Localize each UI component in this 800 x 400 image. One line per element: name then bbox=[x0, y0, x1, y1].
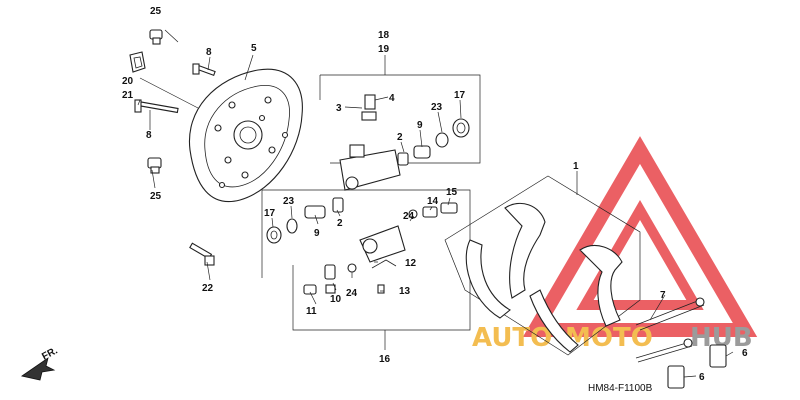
callout-14: 14 bbox=[427, 196, 439, 207]
callout-22: 22 bbox=[202, 283, 214, 294]
front-direction-arrow-icon bbox=[21, 357, 56, 381]
callout-8-top: 8 bbox=[206, 47, 212, 58]
brake-shoe-left bbox=[465, 203, 546, 319]
callout-24-lower: 24 bbox=[346, 288, 358, 299]
wheel-cylinder-lower bbox=[303, 225, 406, 295]
callout-20: 20 bbox=[122, 76, 134, 87]
callout-25-top: 25 bbox=[150, 6, 162, 17]
callout-16: 16 bbox=[379, 354, 391, 365]
callout-3: 3 bbox=[336, 103, 342, 114]
callout-7: 7 bbox=[660, 290, 666, 301]
callout-11: 11 bbox=[306, 306, 317, 317]
bolt-25-top bbox=[149, 29, 163, 45]
brake-panel bbox=[188, 68, 303, 203]
callout-13: 13 bbox=[399, 286, 411, 297]
callout-6-upper: 6 bbox=[742, 348, 748, 359]
callout-10: 10 bbox=[330, 294, 342, 305]
callout-21: 21 bbox=[122, 90, 134, 101]
springs-7 bbox=[635, 297, 705, 363]
bolt-8-top bbox=[192, 63, 216, 77]
callout-4: 4 bbox=[389, 93, 395, 104]
bolt-22 bbox=[189, 242, 215, 266]
bolt-21 bbox=[134, 99, 179, 114]
callout-2-lower: 2 bbox=[337, 218, 343, 229]
callout-17-lower: 17 bbox=[264, 208, 276, 219]
callout-15: 15 bbox=[446, 187, 458, 198]
callout-2-upper: 2 bbox=[397, 132, 403, 143]
bolt-25-bottom bbox=[147, 157, 162, 174]
watermark-text-auto: AUTO bbox=[472, 323, 552, 353]
callout-17-upper: 17 bbox=[454, 90, 466, 101]
callout-9-lower: 9 bbox=[314, 228, 320, 239]
callout-19: 19 bbox=[378, 44, 390, 55]
callout-5: 5 bbox=[251, 43, 257, 54]
front-marker-label: FR. bbox=[40, 345, 60, 362]
callout-25-bottom: 25 bbox=[150, 191, 162, 202]
callout-1: 1 bbox=[573, 161, 579, 172]
brake-shoe-right bbox=[529, 245, 623, 353]
clip-20 bbox=[129, 51, 146, 73]
piston-upper-set bbox=[397, 118, 470, 166]
callout-18: 18 bbox=[378, 30, 390, 41]
figure-code: HM84-F1100B bbox=[588, 383, 653, 394]
wheel-cylinder-upper bbox=[339, 94, 401, 191]
callout-24-upper: 24 bbox=[403, 211, 415, 222]
clips-6 bbox=[667, 344, 727, 389]
callout-8-bottom: 8 bbox=[146, 130, 152, 141]
callout-23-upper: 23 bbox=[431, 102, 443, 113]
callout-23-lower: 23 bbox=[283, 196, 295, 207]
callout-9-upper: 9 bbox=[417, 120, 423, 131]
piston-lower-set bbox=[266, 197, 458, 244]
callout-12: 12 bbox=[405, 258, 417, 269]
watermark-text-moto: MOTO bbox=[565, 323, 653, 353]
callout-6-lower: 6 bbox=[699, 372, 705, 383]
